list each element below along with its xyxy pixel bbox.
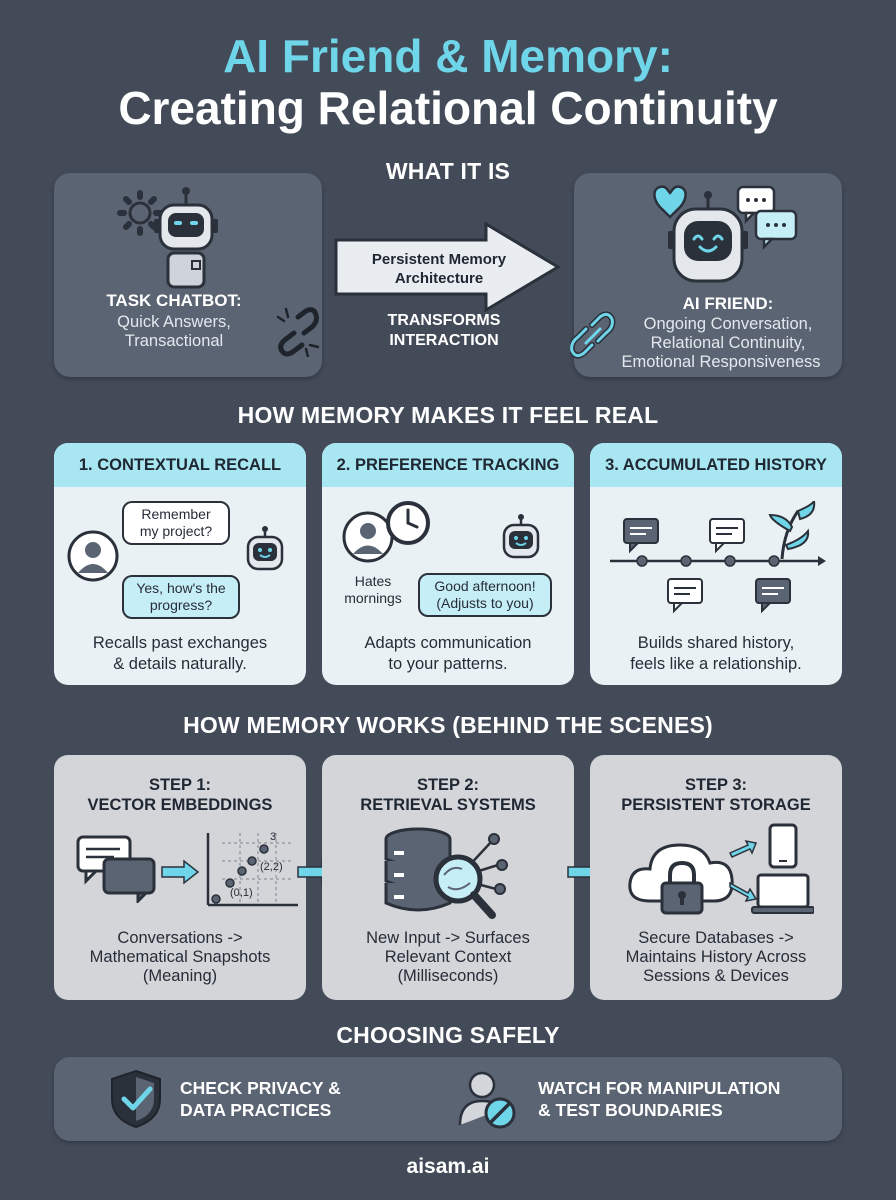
step-desc-line-2: Maintains History Across — [625, 948, 807, 966]
bot-bubble-line-1: Yes, how's the — [136, 580, 226, 596]
chat-bubble-icon — [709, 518, 745, 554]
step-title-line-2: RETRIEVAL SYSTEMS — [360, 796, 536, 814]
ai-friend-line-1: Ongoing Conversation, — [643, 315, 813, 333]
task-chatbot-panel: TASK CHATBOT: Quick Answers, Transaction… — [54, 173, 322, 377]
preference-note-line-1: Hates — [354, 573, 392, 589]
friendly-robot-icon — [653, 185, 798, 283]
user-block-icon — [458, 1071, 516, 1129]
section-heading-feel-real: HOW MEMORY MAKES IT FEEL REAL — [237, 402, 659, 428]
user-avatar-icon — [67, 530, 119, 582]
choosing-safely-panel: CHECK PRIVACY & DATA PRACTICES WATCH FOR… — [54, 1057, 842, 1141]
bot-bubble-line-1: Good afternoon! — [434, 578, 536, 594]
task-chatbot-line-1: Quick Answers, — [117, 313, 231, 331]
section-heading-memory-works: HOW MEMORY WORKS (BEHIND THE SCENES) — [183, 712, 713, 738]
card-desc-line-2: feels like a relationship. — [630, 655, 802, 673]
vector-graph-icon — [206, 833, 298, 907]
card-accumulated-history: 3. ACCUMULATED HISTORY — [590, 443, 842, 685]
user-clock-icon — [342, 501, 430, 563]
chat-bubble-icon — [623, 518, 659, 554]
step-desc-line-3: (Meaning) — [142, 967, 218, 985]
step-title-line-1: STEP 1: — [148, 776, 212, 794]
manipulation-watch-line-2: & TEST BOUNDARIES — [538, 1100, 723, 1120]
card-title: 3. ACCUMULATED HISTORY — [590, 443, 842, 487]
step-title-line-1: STEP 3: — [684, 776, 748, 794]
step-title-line-2: PERSISTENT STORAGE — [621, 796, 811, 814]
task-chatbot-line-2: Transactional — [124, 332, 224, 350]
manipulation-watch-line-1: WATCH FOR MANIPULATION — [538, 1078, 781, 1098]
card-contextual-recall: 1. CONTEXTUAL RECALL Remember my project… — [54, 443, 306, 685]
bot-bubble: Yes, how's the progress? — [122, 575, 240, 619]
card-desc-line-2: to your patterns. — [388, 655, 508, 673]
database-search-icon — [384, 827, 508, 919]
step-title-line-2: VECTOR EMBEDDINGS — [87, 796, 273, 814]
card-desc-line-2: & details naturally. — [113, 655, 247, 673]
ai-friend-line-2: Relational Continuity, — [650, 334, 806, 352]
arrow-caption: TRANSFORMS INTERACTION — [334, 311, 554, 351]
point-label-c: 3 — [270, 831, 277, 843]
cloud-lock-devices-icon — [628, 823, 814, 915]
ai-friend-line-3: Emotional Responsiveness — [621, 353, 821, 371]
step-title-line-1: STEP 2: — [416, 776, 480, 794]
manipulation-watch-label: WATCH FOR MANIPULATION & TEST BOUNDARIES — [538, 1077, 780, 1121]
ai-friend-panel: AI FRIEND: Ongoing Conversation, Relatio… — [570, 173, 842, 377]
preference-note-line-2: mornings — [344, 590, 402, 606]
arrow-label-line-1: Persistent Memory — [371, 251, 507, 268]
shield-check-icon — [111, 1069, 161, 1129]
arrow-caption-line-1: TRANSFORMS — [387, 312, 501, 329]
privacy-check-line-2: DATA PRACTICES — [180, 1100, 332, 1120]
step-card-vector-embeddings: STEP 1: VECTOR EMBEDDINGS (0,1) (2,2) 3 … — [54, 755, 306, 1000]
card-title: 1. CONTEXTUAL RECALL — [54, 443, 306, 487]
arrow-label-line-2: Architecture — [394, 270, 484, 287]
robot-gear-icon — [117, 187, 218, 289]
card-preference-tracking: 2. PREFERENCE TRACKING Hates mornings Go… — [322, 443, 574, 685]
title-line-1: AI Friend & Memory: — [223, 30, 673, 82]
section-heading-choosing-safely: CHOOSING SAFELY — [336, 1022, 560, 1048]
card-title: 2. PREFERENCE TRACKING — [322, 443, 574, 487]
privacy-check-label: CHECK PRIVACY & DATA PRACTICES — [180, 1077, 341, 1121]
user-bubble: Remember my project? — [122, 501, 230, 545]
user-bubble-line-2: my project? — [139, 523, 213, 539]
task-chatbot-title: TASK CHATBOT: — [106, 291, 242, 310]
step-desc-line-2: Mathematical Snapshots — [89, 948, 271, 966]
step-desc-line-3: Sessions & Devices — [643, 967, 789, 985]
ai-friend-title: AI FRIEND: — [682, 294, 774, 313]
card-desc-line-1: Adapts communication — [364, 634, 532, 652]
user-bubble-line-1: Remember — [141, 506, 211, 522]
step-desc-line-1: Secure Databases -> — [638, 929, 794, 947]
section-heading-what-it-is: WHAT IT IS — [385, 158, 511, 184]
chat-bubble-icon — [755, 578, 791, 614]
preference-note: Hates mornings — [340, 573, 406, 607]
card-desc-line-1: Recalls past exchanges — [92, 634, 268, 652]
transform-arrow — [334, 222, 561, 312]
chat-bubbles-icon — [76, 835, 156, 903]
point-label-b: (2,2) — [260, 861, 283, 873]
arrow-caption-line-2: INTERACTION — [389, 332, 499, 349]
chain-link-icon — [570, 311, 616, 359]
arrow-right-icon — [161, 859, 200, 885]
step-card-retrieval-systems: STEP 2: RETRIEVAL SYSTEMS New Input -> S… — [322, 755, 574, 1000]
arrow-label: Persistent Memory Architecture — [344, 250, 534, 288]
step-desc-line-3: (Milliseconds) — [397, 967, 499, 985]
bot-bubble-line-2: progress? — [149, 597, 213, 613]
card-desc-line-1: Builds shared history, — [637, 634, 795, 652]
step-desc-line-2: Relevant Context — [384, 948, 512, 966]
title-line-2: Creating Relational Continuity — [118, 82, 778, 134]
bot-bubble: Good afternoon! (Adjusts to you) — [418, 573, 552, 617]
small-robot-icon — [502, 514, 540, 559]
bot-bubble-line-2: (Adjusts to you) — [436, 595, 534, 611]
small-robot-icon — [246, 526, 284, 571]
step-card-persistent-storage: STEP 3: PERSISTENT STORAGE Secure Databa… — [590, 755, 842, 1000]
history-timeline-icon — [610, 501, 826, 614]
chat-bubble-icon — [667, 578, 703, 614]
growing-plant-icon — [768, 501, 816, 560]
step-desc-line-1: New Input -> Surfaces — [366, 929, 530, 947]
step-desc-line-1: Conversations -> — [117, 929, 243, 947]
footer-site: aisam.ai — [406, 1155, 490, 1178]
privacy-check-line-1: CHECK PRIVACY & — [180, 1078, 341, 1098]
broken-link-icon — [276, 307, 320, 357]
point-label-a: (0,1) — [230, 887, 253, 899]
